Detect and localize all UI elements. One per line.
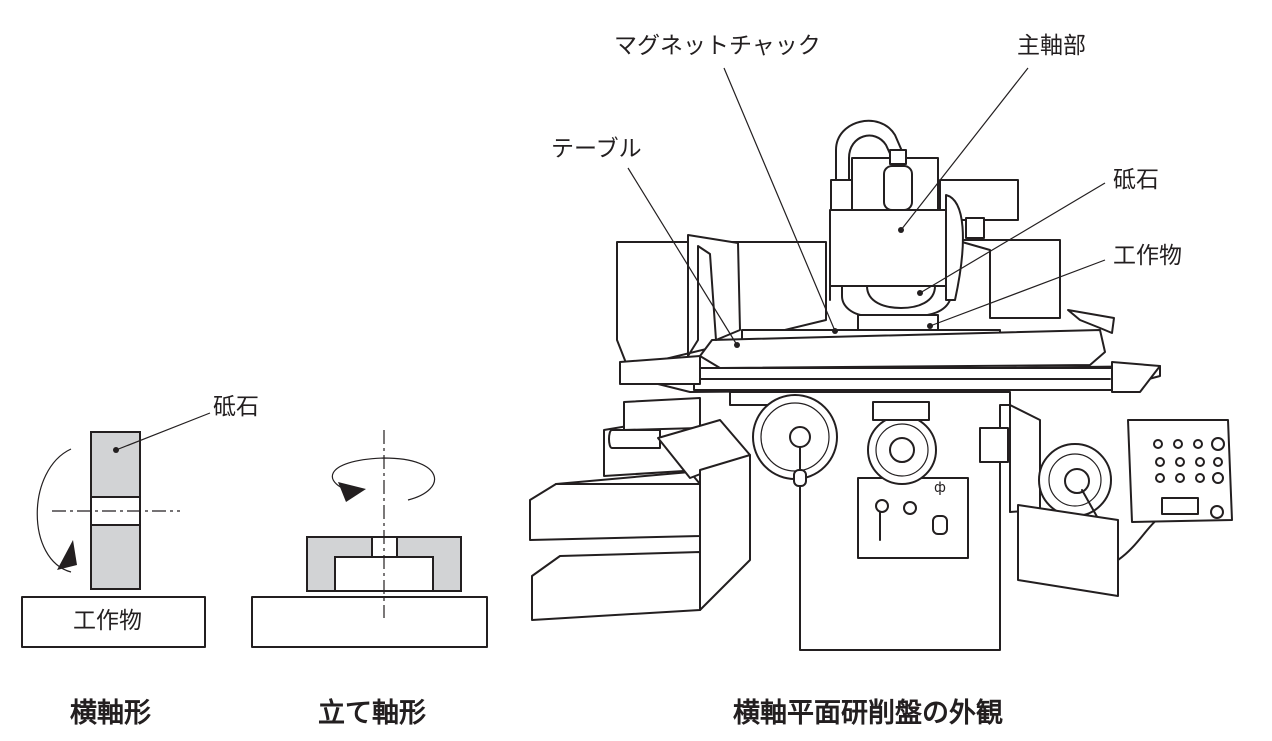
panel-buttons [1153,437,1225,484]
handwheel-grip [793,469,807,487]
vertical-rotation-arrowhead [338,482,366,502]
side-housing-clip [965,217,985,239]
caption-horizontal-type: 横軸形 [70,698,151,729]
caption-vertical-type: 立て軸形 [318,698,426,729]
motor-cap [883,165,913,211]
right-cabinet [1017,504,1119,597]
leader-wheel [919,182,1106,294]
caption-machine: 横軸平面研削盤の外観 [733,698,1003,729]
vertical-feed-hub [889,437,915,463]
wheel-leader-line [115,412,211,451]
leader-spindle [900,67,1029,231]
leader-lines [627,67,1106,348]
vertical-rotation-arc [331,457,436,501]
dial-symbol: ф [934,480,946,496]
surface-grinder-machine: ф [529,119,1233,651]
workpiece-on-chuck [857,314,939,332]
lower-left-unit [531,551,701,621]
spindle-side-cover [945,194,964,301]
control-recess [857,477,969,559]
label-workpiece: 工作物 [1113,243,1182,269]
lever-right-grip [932,515,948,535]
work-table-block [251,596,488,648]
right-dog [1111,361,1161,393]
horizontal-spindle-diagram [21,412,211,648]
spindle-head [829,209,947,287]
leader-workpiece [929,259,1106,327]
hose-fitting [830,179,854,211]
right-rear-guard [954,239,1061,319]
table-right-end [1067,309,1115,334]
left-cylinder [623,397,701,431]
center-dial [872,401,930,421]
coolant-box [608,429,661,449]
upper-left-unit [529,483,701,541]
bed-right-side [1009,404,1041,513]
cross-feed-hub [1064,468,1090,494]
workpiece-block [21,596,206,648]
rotation-arrow-arc [36,448,72,573]
rotation-arrowhead [57,540,77,570]
hydraulic-hose [835,119,906,201]
upper-left-unit-top [555,471,701,485]
leader-table [627,167,738,346]
leader-magnet-chuck [723,67,836,332]
label-magnet-chuck: マグネットチャック [614,33,821,59]
vertical-spindle-diagram [251,430,488,648]
table-handwheel-hub [789,426,811,448]
panel-switch [1210,505,1224,519]
lower-left-unit-side [699,454,751,611]
hydraulic-hose-inner [848,134,893,201]
cross-feed-ring [1048,453,1102,507]
table-left-upright [687,234,741,357]
vertical-feed-ring [875,423,929,477]
lever-knob-right [903,501,917,515]
panel-display [1161,497,1199,515]
gauge-block [979,427,1009,463]
label-wheel: 砥石 [1113,167,1159,193]
left-dog [619,355,701,385]
wheel-label-left: 砥石 [213,394,259,420]
lever-knob-left [875,499,889,513]
label-spindle-head: 主軸部 [1017,33,1086,59]
label-table: テーブル [551,136,642,162]
motor-knob [889,149,907,165]
wheel-leader-dot [113,447,119,453]
work-label-left: 工作物 [73,608,142,634]
